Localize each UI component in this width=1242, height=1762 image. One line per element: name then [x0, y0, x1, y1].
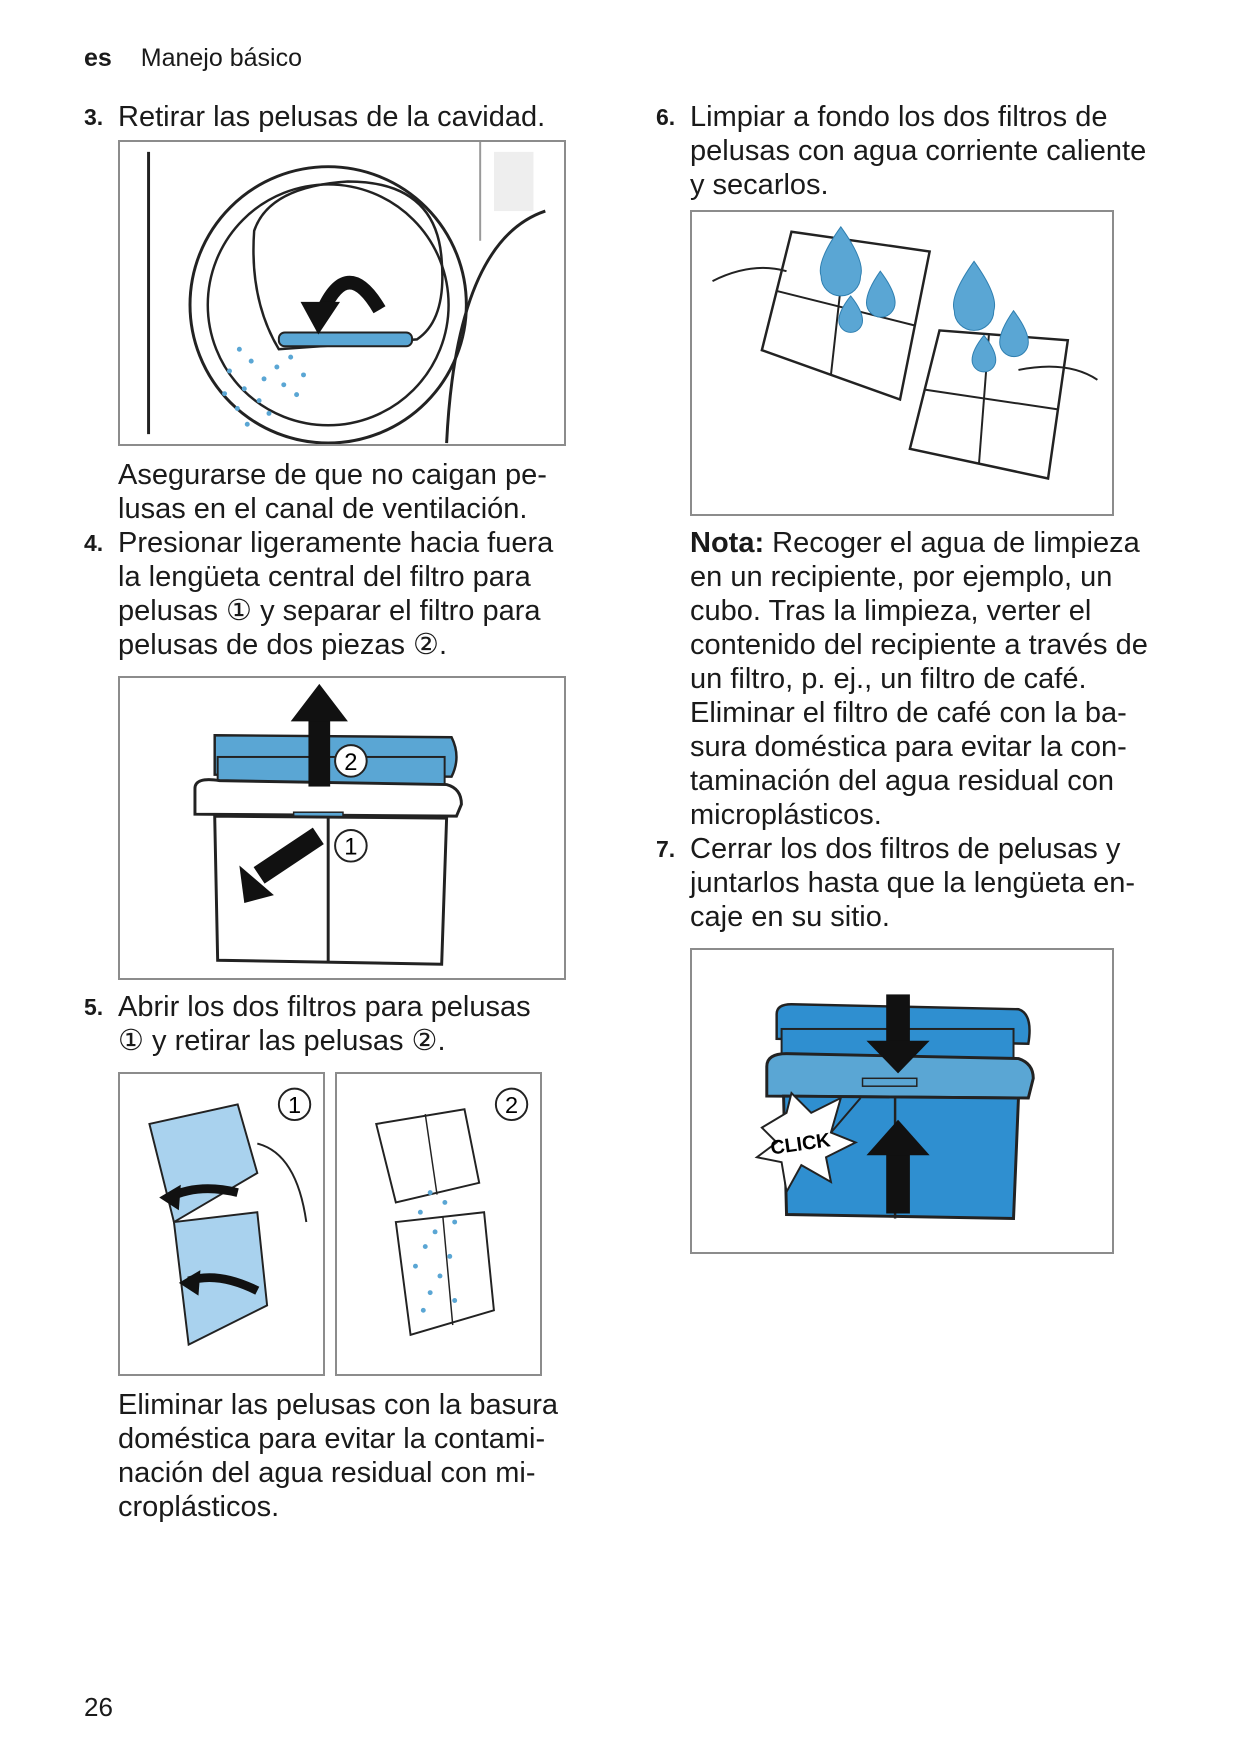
water-drop-icon	[838, 295, 864, 333]
step-5: 5. Abrir los dos filtros para pelusas ① …	[84, 990, 564, 1058]
step-number: 6.	[656, 104, 676, 130]
arrow-down-left-icon	[239, 865, 274, 903]
left-column: 3. Retirar las pelusas de la cavidad. As…	[84, 100, 566, 1524]
water-drop-icon	[865, 270, 896, 318]
step-3: 3. Retirar las pelusas de la cavidad.	[84, 100, 564, 134]
water-drop-icon	[999, 309, 1029, 358]
step-4: 4. Presionar ligeramente hacia fuera la …	[84, 526, 564, 662]
step-6: 6. Limpiar a fondo los dos filtros de pe…	[656, 100, 1166, 202]
step-text: Abrir los dos filtros para pelusas ① y r…	[118, 991, 531, 1057]
page-header: es Manejo básico	[84, 44, 302, 73]
step-text: Limpiar a fondo los dos filtros de pelus…	[690, 101, 1147, 201]
figure-row-open-filters: 1 2	[118, 1072, 564, 1376]
figure-close-filters: CLICK	[690, 948, 1114, 1254]
click-burst-icon	[754, 1091, 859, 1195]
callout-1: 1	[344, 835, 357, 861]
language-tag: es	[84, 44, 112, 72]
step-5-note: Eliminar las pelusas con la basura domés…	[118, 1389, 559, 1523]
step-3-note: Asegurarse de que no caigan pe­lusas en …	[118, 459, 547, 525]
step-number: 7.	[656, 836, 676, 862]
figure-dryer-drum	[118, 140, 566, 446]
figure-remove-lint: 2	[335, 1072, 542, 1376]
note-label: Nota:	[690, 527, 765, 559]
step-number: 4.	[84, 530, 104, 556]
arrow-up-icon	[866, 1119, 930, 1156]
note-block: Nota: Recoger el agua de limpieza en un …	[656, 526, 1166, 832]
arrow-down-icon	[866, 1040, 930, 1074]
step-text: Retirar las pelusas de la cavidad.	[118, 101, 546, 133]
callout-2: 2	[505, 1092, 518, 1118]
step-text: Presionar ligeramente hacia fuera la len…	[118, 527, 554, 661]
arrow-up-icon	[290, 683, 348, 722]
arrow-down-icon	[300, 301, 341, 335]
section-title: Manejo básico	[140, 44, 302, 72]
callout-1: 1	[288, 1092, 301, 1118]
right-column: 6. Limpiar a fondo los dos filtros de pe…	[656, 100, 1166, 1254]
water-drop-icon	[819, 225, 862, 297]
page-number: 26	[84, 1692, 113, 1722]
step-text: Cerrar los dos filtros de pelusas y junt…	[690, 833, 1135, 933]
figure-wash-filters	[690, 210, 1114, 516]
curved-arrow-icon	[178, 1270, 201, 1296]
figure-filter-separate: 2 1	[118, 676, 566, 980]
water-drop-icon	[953, 260, 996, 331]
callout-2: 2	[344, 750, 357, 776]
note-text: Recoger el agua de limpieza en un recipi…	[690, 527, 1148, 831]
step-number: 5.	[84, 994, 104, 1020]
step-number: 3.	[84, 104, 104, 130]
water-drop-icon	[971, 334, 997, 373]
figure-open-filters: 1	[118, 1072, 325, 1376]
step-7: 7. Cerrar los dos filtros de pelusas y j…	[656, 832, 1166, 934]
curved-arrow-icon	[159, 1184, 181, 1211]
